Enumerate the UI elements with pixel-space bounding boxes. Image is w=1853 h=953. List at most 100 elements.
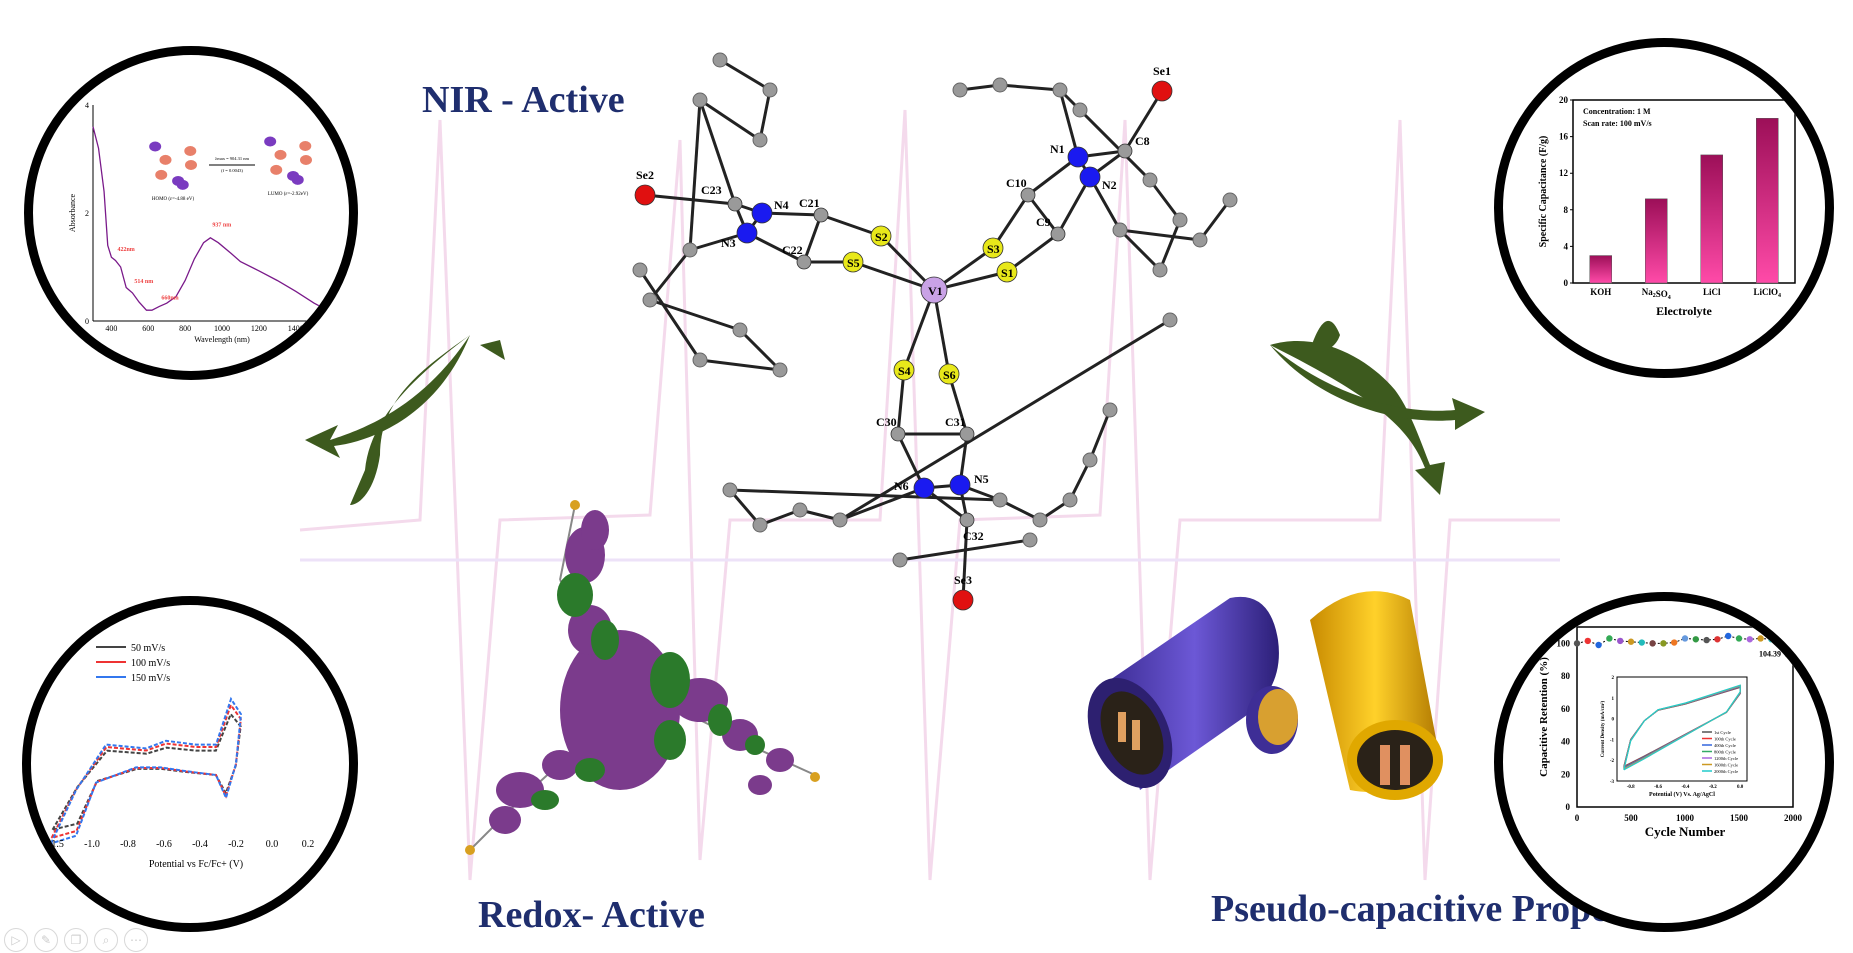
atom-label: Se2 bbox=[636, 168, 654, 182]
inset-x-tick: -0.8 bbox=[1627, 785, 1635, 790]
retention-point bbox=[1649, 640, 1656, 647]
peak-label: 937 nm bbox=[212, 223, 231, 229]
y-tick-label: 40 bbox=[1561, 737, 1571, 747]
x-tick-label: -0.6 bbox=[156, 839, 172, 850]
atom-c8 bbox=[1117, 143, 1133, 159]
carbon-atom bbox=[732, 322, 748, 338]
carbon-atom bbox=[1032, 512, 1048, 528]
inset-legend-label: 2000th Cycle bbox=[1714, 769, 1738, 774]
orbital-lobe bbox=[155, 169, 168, 180]
inset-cv-loop bbox=[1623, 684, 1741, 771]
carbon-atom bbox=[1152, 262, 1168, 278]
bond bbox=[1088, 409, 1112, 461]
retention-point bbox=[1606, 635, 1613, 642]
carbon-atom bbox=[692, 92, 708, 108]
bond bbox=[638, 269, 702, 361]
retention-point bbox=[1681, 635, 1689, 642]
x-tick-label: 400 bbox=[105, 324, 117, 333]
carbon-atom bbox=[1172, 212, 1188, 228]
atom-c32 bbox=[959, 512, 975, 528]
bond bbox=[644, 193, 736, 206]
atom-s6 bbox=[938, 363, 960, 385]
y-tick-label: 16 bbox=[1559, 132, 1569, 142]
orbital-lobe bbox=[299, 141, 312, 152]
peak-label: 422nm bbox=[117, 247, 134, 253]
atom-label: S3 bbox=[987, 242, 1000, 256]
atom-label: N4 bbox=[774, 198, 789, 212]
carbon-atom bbox=[832, 512, 848, 528]
carbon-atom bbox=[792, 502, 808, 518]
x-axis-label: Wavelength (nm) bbox=[194, 335, 250, 344]
atom-label: V1 bbox=[928, 284, 943, 298]
retention-point bbox=[1746, 636, 1753, 643]
play-icon[interactable]: ▷ bbox=[4, 928, 28, 952]
pen-icon[interactable]: ✎ bbox=[34, 928, 58, 952]
carbon-atom bbox=[712, 52, 728, 68]
x-tick-label: -0.8 bbox=[120, 839, 136, 850]
retention-point bbox=[1595, 641, 1602, 649]
x-tick-label: 0.0 bbox=[266, 839, 279, 850]
atom-v1 bbox=[920, 276, 948, 304]
bond bbox=[1119, 228, 1201, 242]
carbon-atom bbox=[1142, 172, 1158, 188]
bond bbox=[1118, 228, 1162, 272]
absorbance-line bbox=[92, 126, 348, 318]
y-tick-label: 20 bbox=[1559, 95, 1569, 105]
presentation-toolbar: ▷ ✎ ❐ ⌕ ⋯ bbox=[4, 928, 148, 952]
carbon-atom bbox=[1052, 82, 1068, 98]
x-tick-label: -0.4 bbox=[192, 839, 208, 850]
axis-frame bbox=[1572, 99, 1796, 284]
carbon-atom bbox=[762, 82, 778, 98]
atom-label: N3 bbox=[721, 236, 736, 250]
atom-label: S2 bbox=[875, 230, 888, 244]
atom-s4 bbox=[893, 359, 915, 381]
orbital-lobe bbox=[300, 155, 312, 165]
bond bbox=[719, 58, 771, 92]
orbital-lobe bbox=[172, 175, 185, 186]
bond bbox=[839, 486, 925, 522]
inset-x-tick: -0.2 bbox=[1709, 785, 1717, 790]
y-tick-label: 100 bbox=[1557, 638, 1571, 648]
retention-point bbox=[1627, 638, 1635, 645]
atom-label: C9 bbox=[1036, 215, 1051, 229]
bond bbox=[1058, 89, 1080, 158]
transition-label: λmax = 904.31 nm bbox=[215, 156, 249, 161]
y-tick-label: 0 bbox=[85, 317, 89, 326]
y-tick-label: 8 bbox=[1564, 205, 1569, 215]
inset-y-tick: 1 bbox=[1612, 697, 1615, 702]
bar-licl bbox=[1700, 154, 1723, 284]
x-tick-label: 800 bbox=[179, 324, 191, 333]
x-axis-label: Potential vs Fc/Fc+ (V) bbox=[149, 859, 243, 870]
title-redox-active: Redox- Active bbox=[478, 894, 705, 936]
atom-label: S4 bbox=[898, 364, 911, 378]
x-tick-label: 500 bbox=[1624, 813, 1638, 823]
zoom-icon[interactable]: ⌕ bbox=[94, 928, 118, 952]
copy-icon[interactable]: ❐ bbox=[64, 928, 88, 952]
bond bbox=[1056, 176, 1092, 235]
atom-c22 bbox=[796, 254, 812, 270]
retention-point bbox=[1692, 636, 1699, 643]
bond bbox=[1078, 108, 1152, 182]
more-icon[interactable]: ⋯ bbox=[124, 928, 148, 952]
y-tick-label: 2 bbox=[85, 209, 89, 218]
retention-point bbox=[1638, 639, 1645, 646]
atom-c10 bbox=[1020, 187, 1036, 203]
atom-n2 bbox=[1079, 166, 1101, 188]
y-tick-label: 4 bbox=[1564, 241, 1569, 251]
bond bbox=[802, 214, 823, 263]
x-tick-label: 600 bbox=[142, 324, 154, 333]
orbital-lobe bbox=[270, 164, 283, 175]
x-tick-label: 1400 bbox=[288, 324, 304, 333]
inset-y-tick: -2 bbox=[1610, 759, 1615, 764]
peak-label: 660nm bbox=[161, 295, 178, 301]
carbon-atom bbox=[722, 482, 738, 498]
bond bbox=[1123, 90, 1164, 152]
x-tick-label: 0 bbox=[1575, 813, 1580, 823]
oscillator-label: (f = 0.0043) bbox=[221, 168, 243, 173]
x-tick-label: LiClO4 bbox=[1753, 287, 1781, 299]
